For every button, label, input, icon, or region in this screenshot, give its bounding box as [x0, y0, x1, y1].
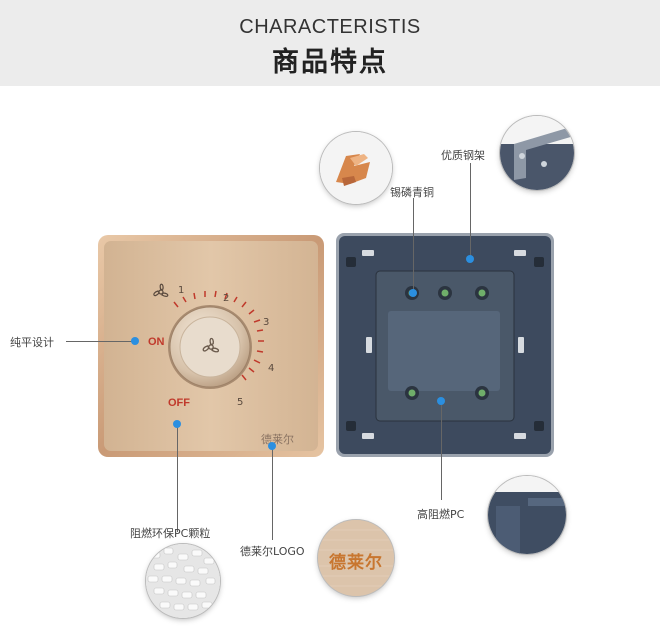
detail-circle-flame-pc	[488, 476, 566, 554]
title-en: CHARACTERISTIS	[239, 16, 421, 38]
dial-number-5: 5	[237, 397, 244, 408]
callout-line-pc-vert	[441, 404, 442, 500]
dial-number-4: 4	[268, 363, 275, 374]
label-steel-frame: 优质钢架	[441, 149, 485, 162]
detail-circle-tin-bronze	[320, 132, 392, 204]
label-logo: 德莱尔LOGO	[240, 545, 305, 558]
on-label: ON	[148, 336, 165, 348]
callout-line-steel	[470, 163, 471, 259]
label-flame-pc-granules: 阻燃环保PC颗粒	[130, 527, 211, 540]
label-flat-design: 纯平设计	[10, 336, 54, 349]
detail-circle-steel-frame	[500, 116, 574, 190]
switch-front-panel: ON OFF 1 2 3 4 5 德莱尔	[98, 235, 324, 457]
callout-dot-flat	[131, 337, 139, 345]
label-flame-pc: 高阻燃PC	[417, 508, 465, 521]
callout-line-granules	[177, 424, 178, 532]
callout-dot-granules	[173, 420, 181, 428]
off-label: OFF	[168, 397, 190, 409]
callout-dot-logo	[268, 442, 276, 450]
title-cn: 商品特点	[272, 47, 388, 78]
detail-circle-pc-granules	[146, 544, 220, 618]
dial-number-2: 2	[223, 293, 230, 304]
callout-line-logo	[272, 446, 273, 540]
switch-front-drawing	[98, 235, 324, 457]
logo-detail-text: 德莱尔	[329, 553, 383, 573]
switch-back-panel	[336, 233, 554, 457]
section-header: CHARACTERISTIS 商品特点	[0, 0, 660, 86]
callout-dot-tin	[409, 289, 417, 297]
callout-line-tin	[413, 198, 414, 292]
callout-dot-steel	[466, 255, 474, 263]
detail-circle-logo: 德莱尔	[318, 520, 394, 596]
dial-number-1: 1	[178, 285, 185, 296]
callout-dot-pc	[437, 397, 445, 405]
label-tin-bronze: 锡磷青铜	[390, 186, 434, 199]
knob-fan-icon	[202, 337, 220, 353]
callout-line-flat	[66, 341, 134, 342]
dial-number-3: 3	[263, 317, 270, 328]
switch-back-drawing	[336, 233, 554, 457]
corner-fan-icon	[153, 283, 169, 297]
brand-mark: 德莱尔	[261, 433, 294, 446]
